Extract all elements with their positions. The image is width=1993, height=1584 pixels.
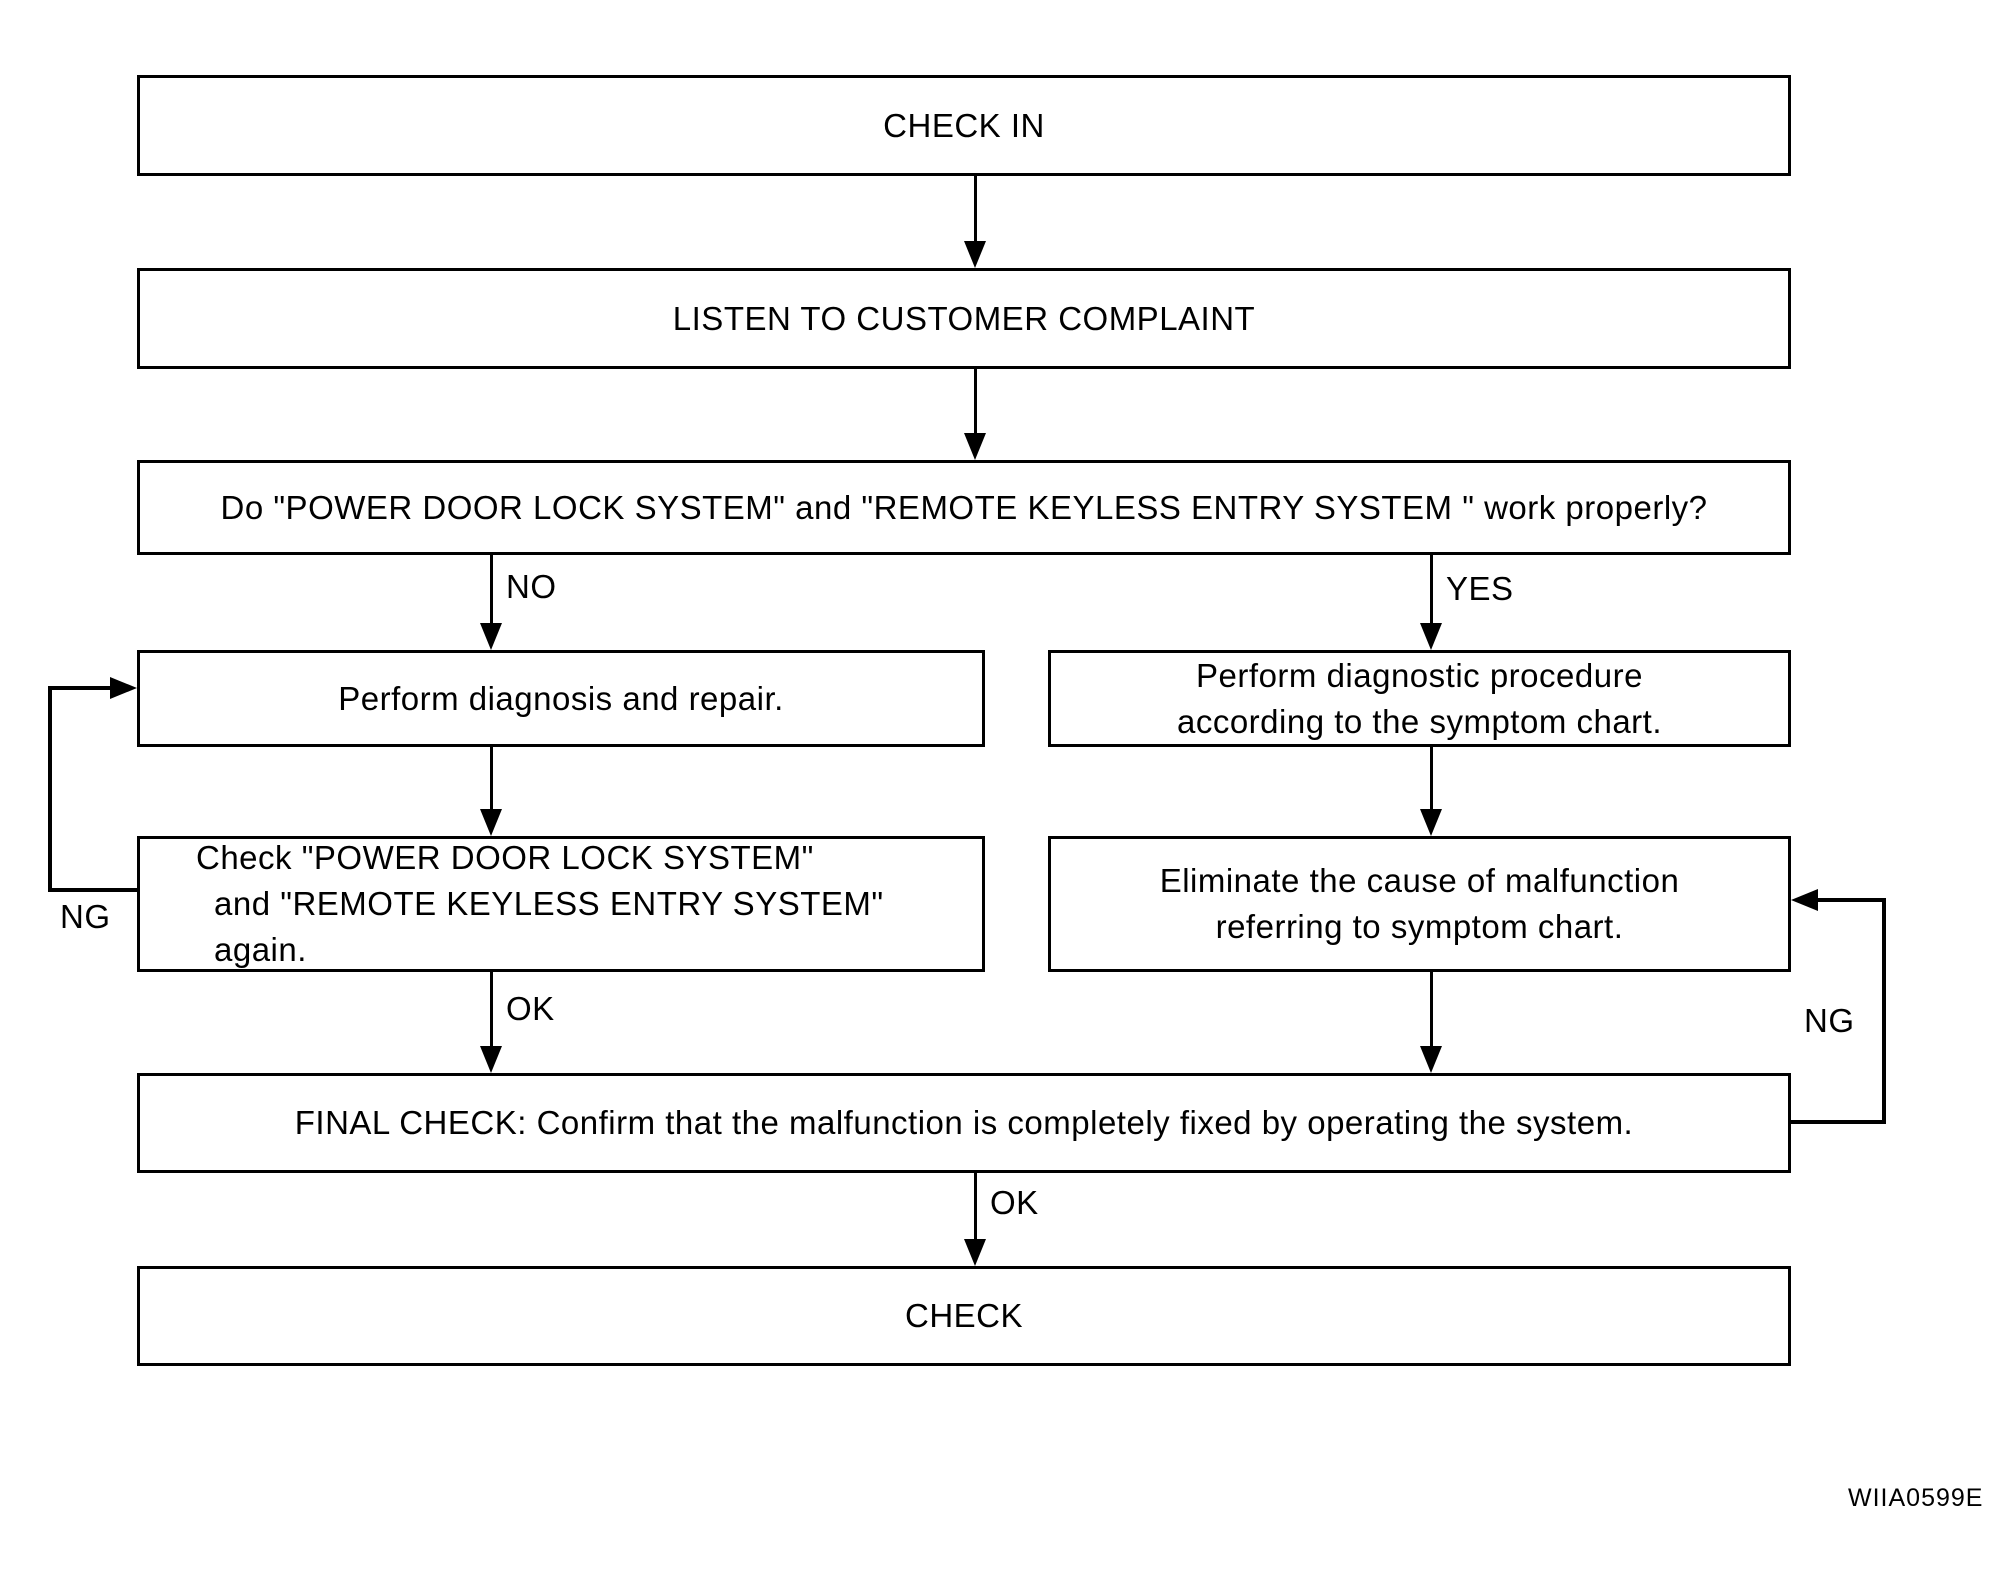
node-final-check: FINAL CHECK: Confirm that the malfunctio… [137, 1073, 1791, 1173]
connector-checkin-listen [974, 176, 977, 244]
ng-right-loop-vertical-segment [1882, 898, 1886, 1124]
node-final-check-label: FINAL CHECK: Confirm that the malfunctio… [294, 1104, 1634, 1141]
connector-no-branch [490, 555, 493, 623]
node-diagnostic-procedure-line2: according to the symptom chart. [1176, 702, 1663, 740]
node-perform-diagnosis-label: Perform diagnosis and repair. [338, 679, 784, 717]
node-listen-complaint: LISTEN TO CUSTOMER COMPLAINT [137, 268, 1791, 369]
node-listen-complaint-label: LISTEN TO CUSTOMER COMPLAINT [672, 299, 1256, 337]
connector-finalcheck-check [974, 1173, 977, 1239]
node-eliminate-cause-line2: referring to symptom chart. [1215, 908, 1624, 945]
edge-label-ng-left: NG [60, 898, 111, 935]
ng-right-loop-bottom-segment [1791, 1120, 1886, 1124]
arrowhead-down-icon [964, 433, 986, 460]
node-eliminate-cause: Eliminate the cause of malfunction refer… [1048, 836, 1791, 972]
arrowhead-down-icon [1420, 809, 1442, 836]
ng-left-loop-bottom-segment [48, 888, 137, 892]
edge-label-ok-left: OK [506, 990, 555, 1027]
edge-label-ng-right: NG [1804, 1002, 1855, 1039]
connector-listen-question [974, 369, 977, 433]
ng-right-loop-top-segment [1816, 898, 1886, 902]
ng-left-loop-vertical-segment [48, 686, 52, 892]
node-question-work-properly: Do "POWER DOOR LOCK SYSTEM" and "REMOTE … [137, 460, 1791, 555]
arrowhead-down-icon [480, 1046, 502, 1073]
connector-checkagain-finalcheck [490, 972, 493, 1046]
arrowhead-down-icon [480, 809, 502, 836]
node-question-label: Do "POWER DOOR LOCK SYSTEM" and "REMOTE … [220, 488, 1708, 526]
node-check-in: CHECK IN [137, 75, 1791, 176]
node-diagnostic-procedure-line1: Perform diagnostic procedure [1196, 656, 1643, 694]
arrowhead-down-icon [1420, 623, 1442, 650]
arrowhead-down-icon [964, 1239, 986, 1266]
arrowhead-right-icon [110, 677, 137, 699]
node-check-again-line1: Check "POWER DOOR LOCK SYSTEM" [196, 839, 814, 876]
node-diagnostic-procedure: Perform diagnostic procedure according t… [1048, 650, 1791, 747]
edge-label-no: NO [506, 568, 557, 605]
arrowhead-left-icon [1791, 889, 1818, 911]
node-check-label: CHECK [904, 1297, 1024, 1334]
connector-diagnostic-eliminate [1430, 747, 1433, 809]
connector-eliminate-finalcheck [1430, 972, 1433, 1046]
node-eliminate-cause-line1: Eliminate the cause of malfunction [1159, 862, 1680, 899]
ng-left-loop-top-segment [48, 686, 112, 690]
node-perform-diagnosis: Perform diagnosis and repair. [137, 650, 985, 747]
connector-diagnosis-checkagain [490, 747, 493, 809]
node-check-in-label: CHECK IN [883, 106, 1045, 144]
node-check-again: Check "POWER DOOR LOCK SYSTEM" and "REMO… [137, 836, 985, 972]
edge-label-ok-bottom: OK [990, 1184, 1039, 1221]
figure-code: WIIA0599E [1848, 1484, 1984, 1512]
edge-label-yes: YES [1446, 570, 1514, 607]
arrowhead-down-icon [964, 241, 986, 268]
arrowhead-down-icon [1420, 1046, 1442, 1073]
arrowhead-down-icon [480, 623, 502, 650]
node-check: CHECK [137, 1266, 1791, 1366]
connector-yes-branch [1430, 555, 1433, 623]
node-check-again-line2: and "REMOTE KEYLESS ENTRY SYSTEM" again. [214, 885, 884, 968]
